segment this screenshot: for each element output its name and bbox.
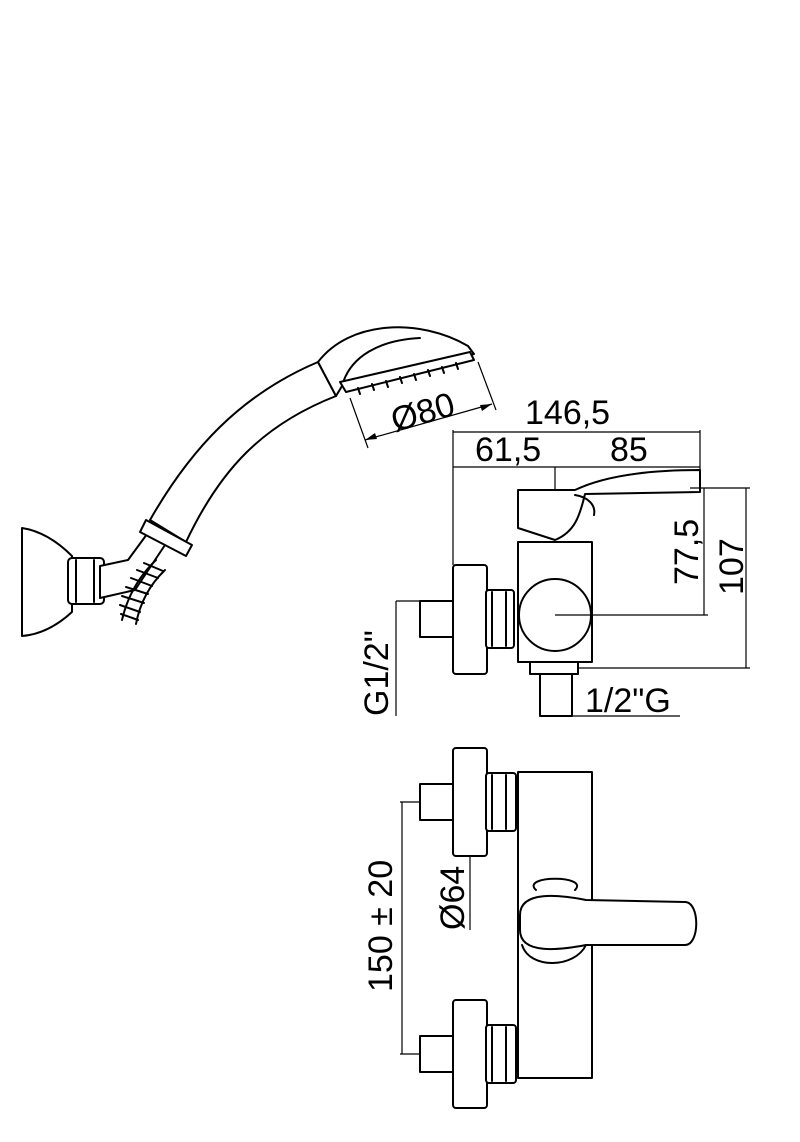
length-a-label: 61,5 xyxy=(475,431,541,469)
length-b-label: 85 xyxy=(610,431,648,469)
rosette-bottom xyxy=(452,999,488,1109)
height-total-label: 107 xyxy=(713,538,751,595)
mixer-lever-top xyxy=(519,894,698,951)
wall-rosette xyxy=(452,564,488,675)
outlet-thread-label: 1/2"G xyxy=(585,682,671,720)
inlet-pipe xyxy=(419,600,457,638)
rosette-top xyxy=(452,747,488,857)
head-diameter-label: Ø80 xyxy=(387,385,459,439)
total-length-label: 146,5 xyxy=(525,394,610,432)
inlet-thread-label: G1/2" xyxy=(358,630,396,716)
center-distance-label: 150 ± 20 xyxy=(362,860,400,992)
shower-hose xyxy=(119,559,166,625)
mixer-top-view xyxy=(419,747,698,1109)
spray-face xyxy=(339,351,475,393)
wall-bracket xyxy=(21,527,73,637)
shower-handle xyxy=(149,361,337,543)
hand-shower xyxy=(21,326,497,637)
rosette-diameter-label: Ø64 xyxy=(434,866,472,930)
bracket-nut xyxy=(67,557,105,605)
height-a-label: 77,5 xyxy=(668,519,706,585)
outlet-nipple xyxy=(539,673,573,717)
mixer-side-view xyxy=(419,469,708,717)
